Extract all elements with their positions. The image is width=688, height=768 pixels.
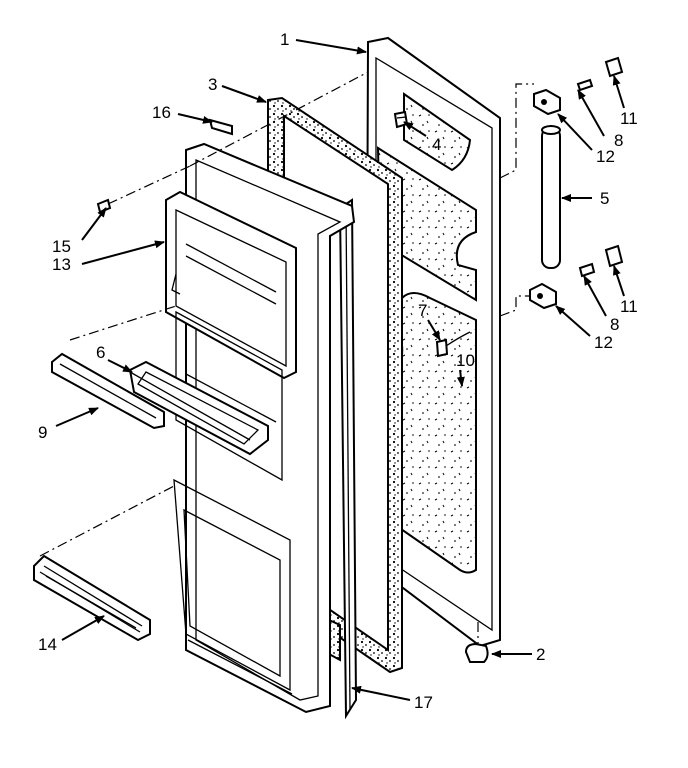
alignment-lines (39, 71, 534, 557)
callout-11-lower: 11 (620, 297, 638, 316)
callout-12-upper: 12 (596, 147, 615, 166)
callout-8-lower: 8 (610, 315, 619, 334)
callout-11-upper: 11 (620, 109, 638, 128)
callout-5: 5 (600, 189, 609, 208)
callout-2: 2 (536, 645, 545, 664)
door-liner (165, 142, 356, 714)
callout-1: 1 (280, 30, 289, 49)
part-2-door-stop (464, 622, 489, 663)
part-4-plug (393, 110, 409, 129)
callout-8-upper: 8 (614, 131, 623, 150)
lower-hinge-set (529, 244, 624, 310)
callout-6: 6 (96, 343, 105, 362)
callout-9: 9 (38, 423, 47, 442)
callout-17: 17 (414, 693, 433, 712)
part-6-shelf-bin (128, 360, 269, 456)
upper-hinge-set (533, 56, 624, 116)
part-9-retainer (51, 352, 165, 430)
callout-14: 14 (38, 635, 57, 654)
callout-7: 7 (418, 301, 427, 320)
callout-labels: 1 2 3 4 5 6 7 8 8 9 10 11 11 12 12 13 14… (38, 30, 638, 712)
part-5-handle (541, 125, 561, 269)
callout-15: 15 (52, 237, 71, 256)
callout-4: 4 (432, 135, 441, 154)
part-7-clip (435, 331, 471, 358)
part-16-top-strip (208, 118, 233, 136)
callout-16: 16 (152, 103, 171, 122)
callout-10: 10 (456, 351, 475, 370)
callout-13: 13 (52, 255, 71, 274)
leader-lines (55, 39, 625, 701)
callout-3: 3 (208, 75, 217, 94)
callout-12-lower: 12 (594, 333, 613, 352)
part-14-trim (33, 554, 151, 642)
